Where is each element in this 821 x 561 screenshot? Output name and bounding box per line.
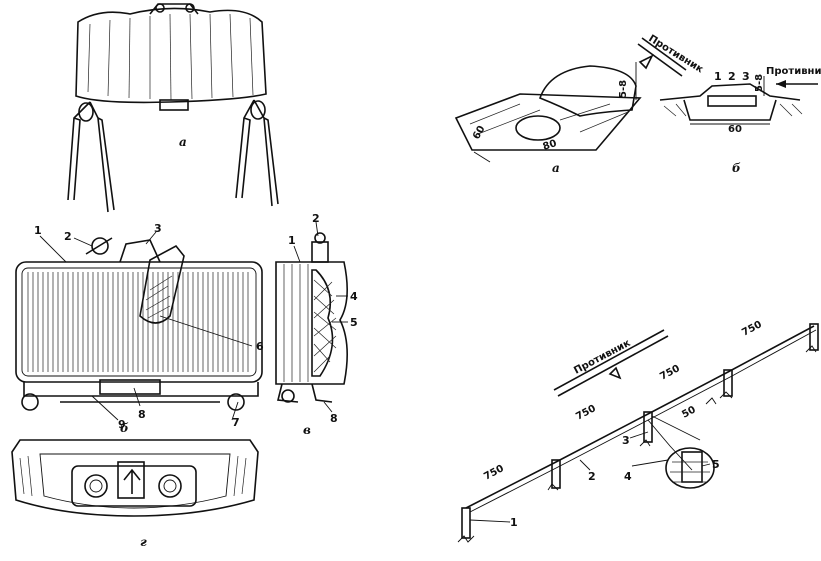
dim-60-a: 60 (471, 124, 488, 142)
callout-4-tw: 4 (624, 470, 632, 483)
enemy-arrow-head-bottom (608, 366, 622, 380)
enemy-label-bottom: Противник (572, 338, 632, 377)
caption-g: г (140, 535, 147, 549)
enemy-arrow-head-b (776, 80, 786, 88)
dim-60-b: 60 (728, 124, 742, 135)
callout-1-v: 1 (288, 234, 296, 247)
callout-2-v: 2 (312, 212, 320, 225)
caption-a-right: а (552, 161, 560, 175)
mine-side-view-v (275, 232, 348, 403)
dim-depth-b: 5-8 (754, 74, 765, 92)
callout-5-v: 5 (350, 316, 358, 329)
callout-6-b: 6 (256, 340, 264, 353)
enemy-line-bottom2 (553, 329, 665, 391)
mine-front-view-b (15, 237, 263, 411)
callout-lines-v (293, 221, 348, 413)
enemy-arrow-line-a2 (641, 37, 687, 71)
dist-50: 50 (680, 404, 697, 420)
callout-2-b: 2 (64, 230, 72, 243)
callout-5-tw: 5 (712, 458, 720, 471)
enemy-arrow-head-a (638, 54, 654, 70)
dist-750-2: 750 (574, 403, 598, 423)
callout-3-tr: 3 (742, 70, 750, 83)
enemy-label-a: Противник (646, 33, 705, 75)
enemy-label-b: Противни (766, 66, 821, 77)
enemy-arrow-line-a (637, 43, 683, 77)
callout-3-b: 3 (154, 222, 162, 235)
dist-750-4: 750 (740, 319, 764, 339)
callout-lines-b (39, 231, 253, 421)
callout-8-b: 8 (138, 408, 146, 421)
callout-4-v: 4 (350, 290, 358, 303)
callout-3-tw: 3 (622, 434, 630, 447)
tripwire-layout (457, 323, 819, 543)
callout-1-tw: 1 (510, 516, 518, 529)
enemy-line-bottom (557, 335, 669, 397)
caption-b-left: б (120, 421, 129, 435)
installation-perspective-a (454, 62, 642, 163)
callout-lines-tripwire (469, 431, 711, 523)
callout-8-v: 8 (330, 412, 338, 425)
mine-top-view-g (11, 439, 259, 517)
callout-9-b: 9 (118, 418, 126, 431)
dist-750-1: 750 (482, 463, 506, 483)
callout-2-tw: 2 (588, 470, 596, 483)
caption-a-left: а (179, 135, 187, 149)
dim-80-a: 80 (542, 138, 559, 153)
mine-front-view-legs (67, 3, 279, 213)
caption-v: в (303, 423, 311, 437)
dist-750-3: 750 (658, 363, 682, 383)
callout-2-tr: 2 (728, 70, 736, 83)
caption-b-right: б (732, 161, 741, 175)
dim-depth-a: 5-8 (618, 80, 629, 98)
callout-7-b: 7 (232, 416, 240, 429)
callout-1-b: 1 (34, 224, 42, 237)
installation-section-b (659, 76, 803, 125)
callout-1-tr: 1 (714, 70, 722, 83)
